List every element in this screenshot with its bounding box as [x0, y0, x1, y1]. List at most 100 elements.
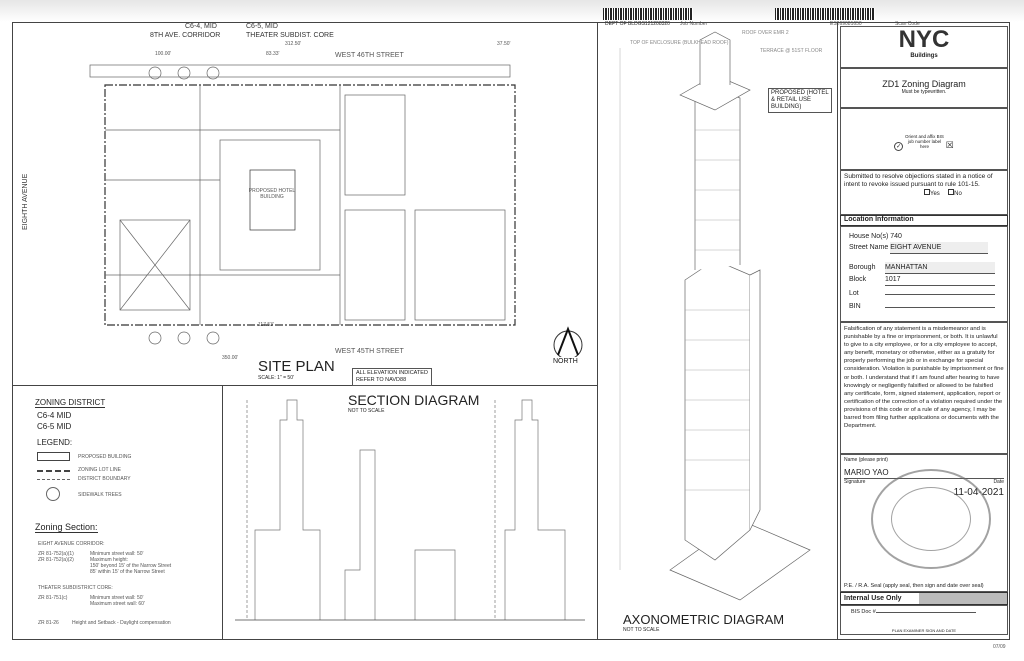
- architect-seal: [871, 469, 991, 569]
- job-number: 121208320: [644, 21, 670, 27]
- bin-label: BIN: [849, 303, 861, 310]
- block-label: Block: [849, 276, 867, 283]
- viewer-top-bar: [0, 0, 1024, 22]
- district-item: C6-4 MID: [37, 411, 72, 420]
- affix-label-area: ✓ Orient and affix BIS job number label …: [840, 108, 1008, 170]
- sidewalk-tree-swatch: [46, 487, 60, 501]
- x-box-icon: ☒: [945, 140, 954, 150]
- terrace-label: TERRACE @ 51ST FLOOR: [760, 48, 823, 54]
- proposed-building-swatch: [37, 452, 70, 461]
- district-boundary-swatch: [37, 479, 70, 480]
- dim-bottom: 350.00': [222, 355, 239, 361]
- bis-doc-label: BIS Doc #: [851, 609, 876, 615]
- divider: [222, 385, 223, 640]
- district-left: C6-4, MID: [185, 23, 217, 30]
- note-line: REFER TO NAVD88: [356, 377, 407, 383]
- divider: [597, 22, 598, 640]
- name-label: Name (please print): [844, 457, 888, 463]
- site-plan-drawing: [89, 64, 516, 345]
- top-enclosure-label: TOP OF ENCLOSURE (BULKHEAD ROOF): [630, 40, 729, 46]
- borough-label: Borough: [849, 264, 876, 271]
- building-label: PROPOSED HOTEL BUILDING: [248, 188, 296, 200]
- bis-doc-field[interactable]: [875, 612, 976, 613]
- axon-subtitle: NOT TO SCALE: [623, 627, 660, 633]
- street-value[interactable]: EIGHT AVENUE: [890, 242, 989, 254]
- drawing-sheet: [12, 22, 1010, 640]
- dim-left: 100.00': [155, 51, 172, 57]
- district-right: C6-5, MID: [246, 23, 278, 30]
- section-title: SECTION DIAGRAM: [348, 392, 480, 408]
- location-title: Location Information: [840, 215, 1008, 226]
- legend-title: LEGEND:: [37, 438, 73, 447]
- scan-code-number: ES269081650: [830, 21, 862, 27]
- yes-checkbox[interactable]: [924, 189, 930, 195]
- house-value[interactable]: 740: [890, 233, 902, 240]
- legend-item: PROPOSED BUILDING: [78, 454, 132, 460]
- name-value[interactable]: MARIO YAO: [844, 468, 889, 477]
- roof-label: ROOF OVER EMR 2: [742, 30, 789, 36]
- zoning-section-title: Zoning Section:: [35, 522, 98, 533]
- seal-label: P.E. / R.A. Seal (apply seal, then sign …: [844, 583, 984, 589]
- legend-item: SIDEWALK TREES: [78, 492, 122, 498]
- location-fields: House No(s) 740 Street Name EIGHT AVENUE…: [840, 226, 1008, 322]
- legend-item: DISTRICT BOUNDARY: [78, 476, 131, 482]
- north-arrow-icon: [553, 326, 583, 357]
- dim-total: 312.50': [285, 41, 302, 47]
- form-version: 07/09: [993, 644, 1006, 650]
- street-south: WEST 45TH STREET: [335, 348, 404, 355]
- proposed-label: PROPOSED (HOTEL & RETAIL USE BUILDING): [768, 88, 832, 113]
- dim-right: 37.50': [497, 41, 511, 47]
- zr-rule: Maximum street wall: 60': [90, 601, 145, 607]
- zr-rule: 85' within 15' of the Narrow Street: [90, 569, 165, 575]
- dept-label: DEPT OF BLDGS: [605, 21, 645, 27]
- logo-text: NYC: [898, 26, 950, 53]
- axon-title: AXONOMETRIC DIAGRAM: [623, 612, 785, 627]
- avenue-label: EIGHTH AVENUE: [22, 173, 29, 230]
- date-label: Date: [993, 479, 1004, 485]
- note-line: ALL ELEVATION INDICATED: [356, 370, 428, 376]
- zoning-lot-line-swatch: [37, 470, 70, 472]
- zr-ref: ZR 81-752(a)(2): [38, 557, 74, 563]
- legend-item: ZONING LOT LINE: [78, 467, 121, 473]
- lot-label: Lot: [849, 290, 859, 297]
- zr-ref: ZR 81-26: [38, 620, 59, 626]
- section-subtitle: NOT TO SCALE: [348, 408, 385, 414]
- lot-value[interactable]: [884, 286, 995, 295]
- bin-value[interactable]: [884, 299, 995, 308]
- zr-rule: Height and Setback - Daylight compensati…: [72, 620, 171, 626]
- internal-use-label: Internal Use Only: [844, 595, 902, 602]
- scan-code-label: Scan Code: [895, 21, 920, 27]
- internal-use-shading: [919, 593, 1007, 604]
- zd1-form: NYC Buildings ZD1 Zoning Diagram Must be…: [837, 22, 1010, 640]
- job-barcode: [603, 8, 693, 20]
- examiner-label: PLAN EXAMINER SIGN AND DATE: [891, 628, 957, 633]
- north-label: NORTH: [553, 358, 578, 365]
- zoning-district-title: ZONING DISTRICT: [35, 398, 106, 408]
- district-left-sub: 8TH AVE. CORRIDOR: [150, 32, 221, 39]
- street-label: Street Name: [849, 244, 889, 251]
- no-label: No: [954, 191, 962, 197]
- scan-barcode: [775, 8, 875, 20]
- job-number-label: Job Number: [680, 21, 708, 27]
- affix-note: Orient and affix BIS job number label he…: [904, 134, 944, 149]
- nyc-logo: NYC Buildings: [840, 26, 1008, 68]
- block-value[interactable]: 1017: [884, 274, 995, 286]
- divider: [12, 385, 597, 386]
- street-north: WEST 46TH STREET: [335, 52, 404, 59]
- site-plan-title: SITE PLAN: [258, 358, 335, 375]
- logo-sub: Buildings: [910, 53, 938, 59]
- zr-ref: ZR 81-752(a)(1): [38, 551, 74, 557]
- site-plan-scale: SCALE: 1" = 50': [258, 375, 294, 381]
- borough-value[interactable]: MANHATTAN: [884, 262, 995, 274]
- section-drawings: [235, 399, 585, 621]
- no-checkbox[interactable]: [948, 189, 955, 195]
- district-item: C6-5 MID: [37, 422, 72, 431]
- eighth-ave-title: EIGHT AVENUE CORRIDOR:: [38, 541, 105, 547]
- yes-label: Yes: [930, 191, 940, 197]
- zr-ref: ZR 81-751(c): [38, 595, 68, 601]
- objection-text: Submitted to resolve objections stated i…: [844, 173, 993, 188]
- zr-rule: Minimum street wall: 50': [90, 595, 144, 601]
- falsification-text: Falsification of any statement is a misd…: [840, 322, 1008, 454]
